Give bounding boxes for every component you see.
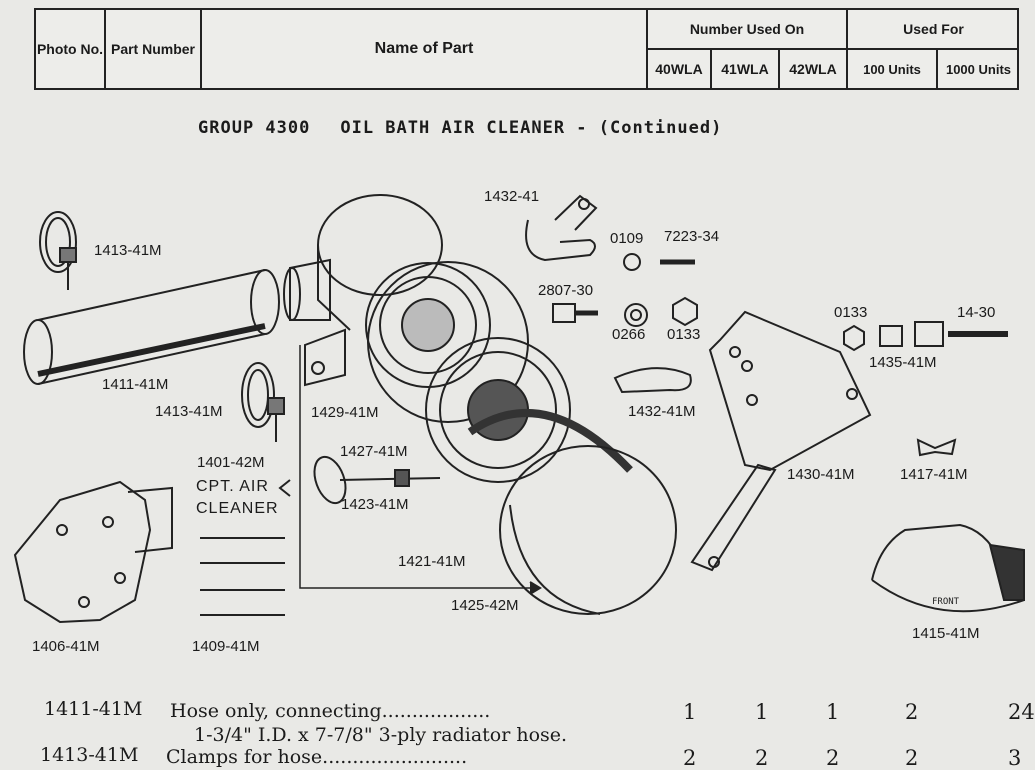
label-7223: 7223-34 [664, 228, 720, 245]
header-model-42wla: 42WLA [780, 50, 848, 88]
cleaner-body-drawing [304, 194, 529, 423]
label-1429: 1429-41M [311, 404, 379, 421]
label-1409: 1409-41M [192, 638, 260, 655]
qty-42wla: 1 [826, 700, 840, 724]
label-0266: 0266 [612, 326, 646, 343]
group-heading: GROUP 4300 OIL BATH AIR CLEANER - (Contin… [198, 118, 752, 138]
label-0133-mid: 0133 [667, 326, 701, 343]
label-14-30: 14-30 [957, 304, 996, 321]
group-title: OIL BATH AIR CLEANER - (Continued) [340, 118, 723, 138]
part-row-desc: Clamps for hose........................ [166, 746, 468, 768]
label-1417: 1417-41M [900, 466, 968, 483]
part-row-desc-detail: 1-3/4" I.D. x 7-7/8" 3-ply radiator hose… [194, 724, 568, 746]
label-1425: 1425-42M [451, 597, 519, 614]
label-1413-mid: 1413-41M [155, 403, 223, 420]
qty-40wla: 1 [683, 700, 697, 724]
header-model-41wla: 41WLA [712, 50, 780, 88]
connecting-hose-drawing [23, 269, 280, 385]
label-1432-mid: 1432-41M [628, 403, 696, 420]
label-0133-right: 0133 [834, 304, 868, 321]
wing-rod-drawing [313, 455, 441, 505]
label-cpt-air: CPT. AIR [196, 478, 269, 495]
label-1432-top: 1432-41 [484, 188, 540, 205]
label-1435: 1435-41M [869, 354, 937, 371]
label-1401: 1401-42M [197, 454, 265, 471]
header-model-40wla: 40WLA [648, 50, 712, 88]
front-stamp: FRONT [932, 597, 960, 607]
part-row-desc: Hose only, connecting.................. [170, 700, 491, 722]
qty-42wla: 2 [826, 746, 840, 770]
header-1000-units: 1000 Units [945, 61, 1012, 77]
label-0109: 0109 [610, 230, 644, 247]
hose-clamp-mid-drawing [241, 362, 285, 442]
bracket-clip-drawing [525, 194, 598, 262]
filter-element-drawing [425, 337, 571, 483]
qty-41wla: 1 [755, 700, 769, 724]
cover-drawing [871, 523, 1025, 613]
header-part-number: Part Number [106, 10, 202, 88]
group-code: GROUP 4300 [198, 118, 311, 138]
qty-1000-units: 3 [1008, 746, 1022, 770]
qty-1000-units: 24 [1008, 700, 1035, 724]
label-1411: 1411-41M [102, 376, 169, 393]
oil-cup-drawing [467, 409, 677, 615]
air-intake-housing-drawing [13, 480, 173, 624]
hose-clamp-top-drawing [39, 211, 77, 290]
label-1427: 1427-41M [340, 443, 408, 460]
qty-100-units: 2 [905, 700, 919, 724]
qty-40wla: 2 [683, 746, 697, 770]
screws-drawing [200, 537, 285, 616]
label-2807: 2807-30 [538, 282, 594, 299]
header-photo-no: Photo No. [36, 10, 106, 88]
header-name-of-part: Name of Part [202, 10, 648, 88]
mounting-bracket-drawing [690, 310, 872, 572]
qty-41wla: 2 [755, 746, 769, 770]
part-row-number: 1413-41M [40, 744, 139, 766]
label-1423: 1423-41M [341, 496, 409, 513]
parts-table-header: Photo No. Part Number Name of Part Numbe… [34, 8, 1019, 90]
label-1421: 1421-41M [398, 553, 466, 570]
label-1415: 1415-41M [912, 625, 980, 642]
header-100-units: 100 Units [848, 50, 938, 88]
label-1406: 1406-41M [32, 638, 100, 655]
label-cleaner: CLEANER [196, 500, 279, 517]
qty-100-units: 2 [905, 746, 919, 770]
header-used-for: Used For [848, 10, 1019, 50]
part-row-number: 1411-41M [44, 698, 143, 720]
label-1413-top: 1413-41M [94, 242, 162, 259]
header-number-used-on: Number Used On [648, 10, 848, 50]
label-1430: 1430-41M [787, 466, 855, 483]
